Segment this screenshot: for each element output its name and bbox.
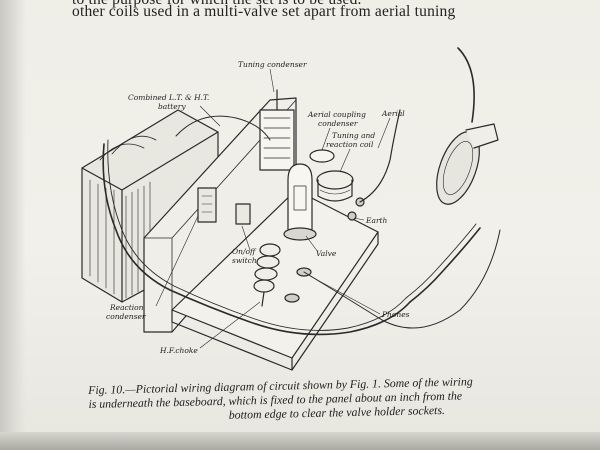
page-gutter-shadow <box>0 0 26 450</box>
label-earth: Earth <box>365 216 388 225</box>
label-hf-choke: H.F.choke <box>159 346 198 355</box>
twisted-wires-drawing <box>102 109 501 336</box>
label-tuning-reaction-line-1: Tuning and <box>332 131 375 140</box>
tuning-reaction-coil-drawing <box>316 170 354 202</box>
figure-caption: Fig. 10.—Pictorial wiring diagram of cir… <box>88 373 539 425</box>
valve-drawing <box>283 163 317 241</box>
label-battery-line-2: battery <box>158 102 186 111</box>
label-valve: Valve <box>316 249 337 258</box>
label-reaction-line-1: Reaction <box>109 303 144 312</box>
tuning-condenser-drawing <box>259 89 295 171</box>
body-text-line-2: other coils used in a multi-valve set ap… <box>72 3 456 20</box>
label-reaction-line-2: condenser <box>106 312 146 321</box>
label-tuning-reaction-line-2: reaction coil <box>326 140 374 149</box>
label-aerial-coupling-line-1: Aerial coupling <box>307 110 366 119</box>
label-tuning-condenser: Tuning condenser <box>238 60 307 69</box>
label-on-off-line-2: switch <box>232 256 257 265</box>
aerial-coupling-condenser-drawing <box>309 149 335 163</box>
label-on-off-line-1: On/off <box>232 247 257 256</box>
reaction-condenser-drawing <box>197 187 217 223</box>
label-aerial-coupling-line-2: condenser <box>318 119 358 128</box>
label-battery-line-1: Combined L.T. & H.T. <box>128 93 209 102</box>
wiring-diagram-illustration: Tuning condenser Combined L.T. & H.T. ba… <box>81 47 501 371</box>
label-aerial: Aerial <box>381 109 405 118</box>
headphones-drawing <box>436 47 499 205</box>
page-bottom-edge <box>0 432 600 450</box>
wiring-diagram-figure: Tuning condenser Combined L.T. & H.T. ba… <box>60 40 540 395</box>
label-phones: Phones <box>381 310 410 319</box>
hf-choke-drawing <box>253 243 281 307</box>
body-text-line-1: to the purpose for which the set is to b… <box>72 0 542 9</box>
on-off-switch-drawing <box>235 203 251 225</box>
